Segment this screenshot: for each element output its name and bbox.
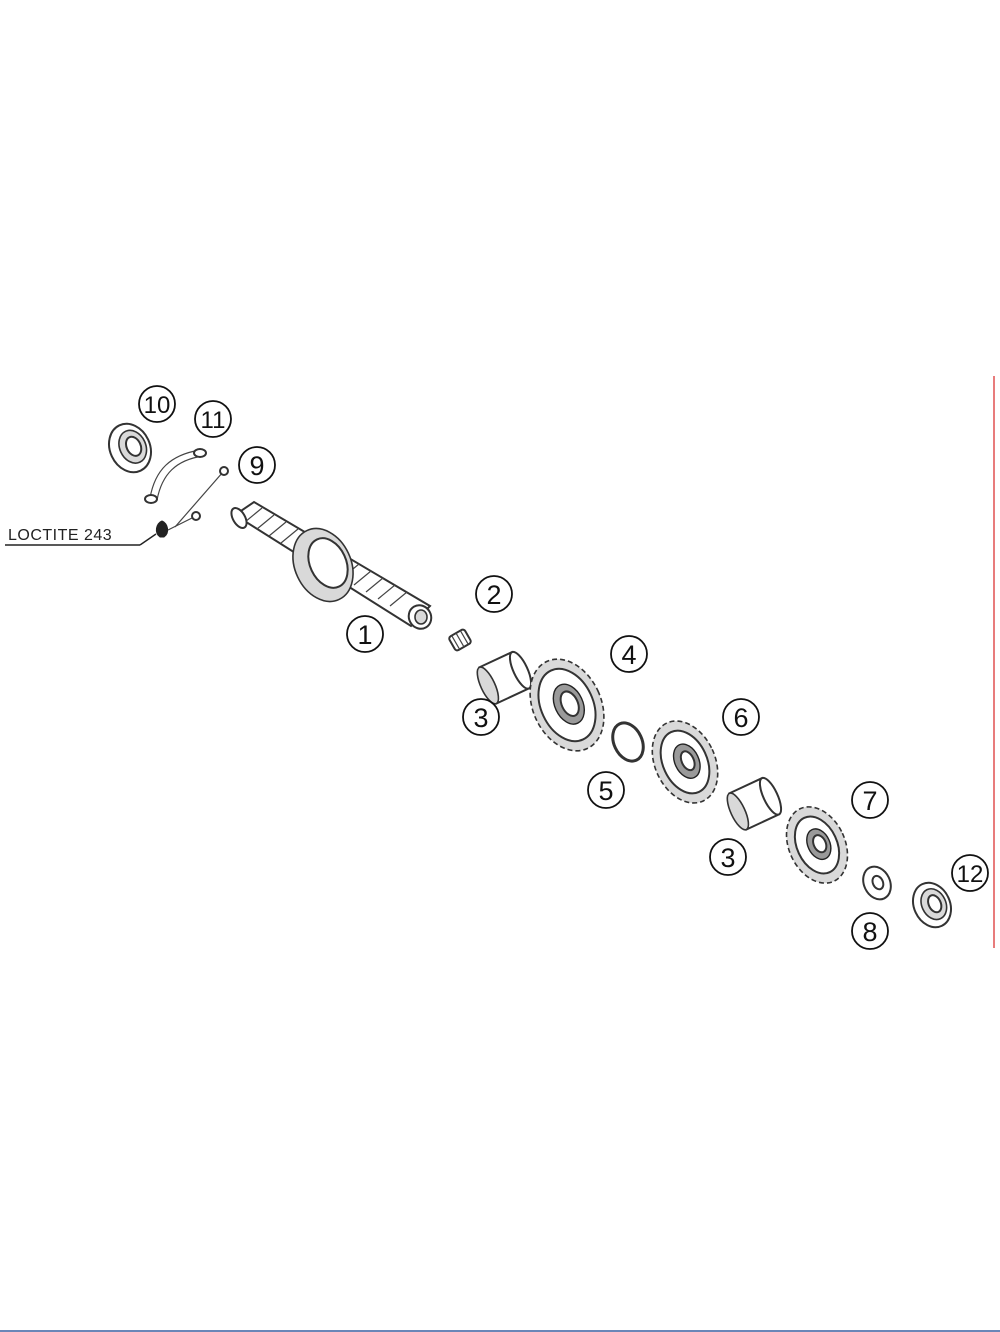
needle-bearing-icon bbox=[448, 628, 472, 652]
gear-icon bbox=[529, 658, 605, 752]
shaft-icon bbox=[230, 500, 433, 630]
callout-10: 10 bbox=[138, 385, 176, 423]
ball-bearing-icon bbox=[912, 881, 952, 929]
callout-2: 2 bbox=[475, 575, 513, 613]
loctite-drop-icon bbox=[155, 520, 169, 538]
bearing-icon bbox=[108, 422, 152, 474]
callout-4: 4 bbox=[610, 635, 648, 673]
callout-3-upper: 3 bbox=[462, 698, 500, 736]
svg-text:7: 7 bbox=[862, 786, 877, 816]
callout-5: 5 bbox=[587, 771, 625, 809]
svg-text:12: 12 bbox=[957, 861, 984, 888]
gear-icon bbox=[785, 806, 849, 884]
svg-text:6: 6 bbox=[733, 703, 748, 733]
callout-8: 8 bbox=[851, 912, 889, 950]
svg-text:8: 8 bbox=[862, 917, 877, 947]
callout-7: 7 bbox=[851, 781, 889, 819]
svg-text:11: 11 bbox=[201, 407, 226, 434]
bearing-retainer-icon bbox=[144, 448, 207, 504]
callout-11: 11 bbox=[194, 400, 232, 438]
bushing-icon bbox=[476, 650, 533, 705]
svg-text:1: 1 bbox=[357, 620, 372, 650]
svg-text:10: 10 bbox=[144, 392, 171, 419]
screw-icon bbox=[167, 466, 229, 531]
bushing-icon bbox=[726, 776, 783, 831]
svg-text:9: 9 bbox=[249, 451, 264, 481]
callout-12: 12 bbox=[951, 854, 989, 892]
svg-text:2: 2 bbox=[486, 580, 501, 610]
washer-icon bbox=[862, 865, 892, 901]
callout-3-lower: 3 bbox=[709, 838, 747, 876]
svg-text:3: 3 bbox=[473, 703, 488, 733]
callout-1: 1 bbox=[346, 615, 384, 653]
callout-9: 9 bbox=[238, 446, 276, 484]
svg-text:3: 3 bbox=[720, 843, 735, 873]
svg-text:LOCTITE 243: LOCTITE 243 bbox=[8, 527, 112, 544]
circlip-icon bbox=[611, 721, 645, 763]
gear-icon bbox=[651, 720, 719, 804]
callout-6: 6 bbox=[722, 698, 760, 736]
svg-text:4: 4 bbox=[621, 640, 636, 670]
svg-text:5: 5 bbox=[598, 776, 613, 806]
loctite-note: LOCTITE 243 bbox=[5, 527, 157, 546]
